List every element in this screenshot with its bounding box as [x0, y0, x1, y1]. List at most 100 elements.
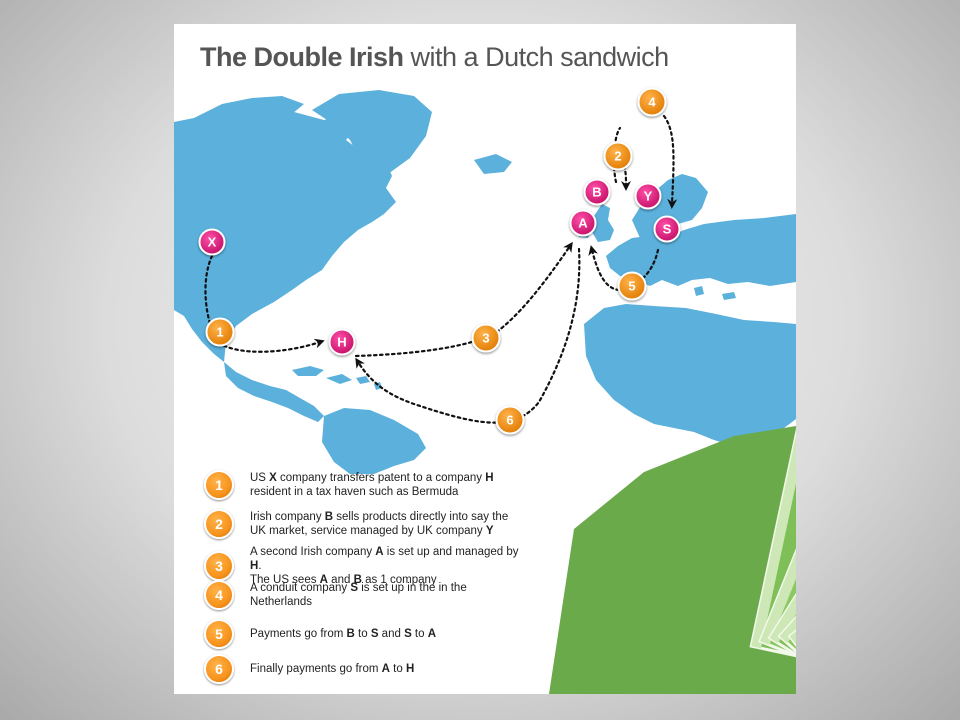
legend-text-run: is set up and managed by	[383, 546, 519, 558]
scandinavia-land	[632, 174, 708, 244]
legend-text-run: to	[389, 663, 406, 675]
title-rest: with a Dutch sandwich	[403, 42, 670, 72]
legend-text-run: Payments go from	[250, 628, 347, 640]
legend-text-run: Finally payments go from	[250, 663, 382, 675]
legend-entity-ref: A	[375, 546, 384, 558]
step-2-label: 2	[614, 149, 621, 164]
legend-entity-ref: S	[350, 582, 359, 594]
company-s-marker: S	[653, 215, 681, 243]
company-a-marker: A	[569, 209, 597, 237]
legend-line: Finally payments go from A to H	[250, 662, 414, 676]
legend-entity-ref: B	[324, 511, 334, 523]
legend-line: The US sees A and B as 1 company	[250, 573, 524, 587]
legend-entity-ref: H	[485, 472, 494, 484]
legend-entity-ref: S	[404, 628, 412, 640]
legend-text-run: sells products directly into say the	[333, 511, 509, 523]
step-3-label: 3	[482, 331, 489, 346]
company-x-label: X	[208, 235, 217, 250]
banknote-fan: 100100100100100100	[549, 399, 796, 694]
infographic: The Double Irish with a Dutch sandwich	[174, 24, 796, 694]
central-america-land	[224, 362, 324, 422]
legend-entity-ref: A	[319, 574, 328, 586]
south-america-land	[322, 408, 426, 474]
legend-text-run: A second Irish company	[250, 546, 376, 558]
map-land	[174, 90, 796, 474]
company-a-label: A	[578, 216, 588, 231]
legend-line: Payments go from B to S and S to A	[250, 627, 436, 641]
legend-text-run: A conduit company	[250, 582, 351, 594]
legend-description: Payments go from B to S and S to A	[250, 627, 436, 641]
legend-text-run: .	[258, 560, 262, 572]
banknote-backdrop	[549, 426, 796, 694]
legend-text-run: UK market, service managed by UK company	[250, 525, 486, 537]
legend-line: UK market, service managed by UK company…	[250, 524, 508, 538]
company-h-marker: H	[328, 328, 356, 356]
legend-entity-ref: A	[381, 663, 390, 675]
legend-description: US X company transfers patent to a compa…	[250, 471, 494, 499]
step-1-label: 1	[216, 325, 223, 340]
company-h-label: H	[337, 335, 346, 350]
legend-line: A conduit company S is set up in the in …	[250, 581, 524, 609]
legend-text-run: US	[250, 472, 270, 484]
legend-text-run: as 1 company	[361, 574, 437, 586]
legend-entity-ref: H	[405, 663, 415, 675]
legend-entity-ref: B	[346, 628, 355, 640]
step-3-marker: 3	[471, 323, 501, 353]
company-y-marker: Y	[634, 182, 662, 210]
legend-step-badge: 1	[204, 470, 234, 500]
tax-route-map: 100100100100100100 X H B	[174, 87, 796, 694]
legend-item-1: 1 US X company transfers patent to a comp…	[204, 470, 524, 500]
banknote: 100	[758, 407, 796, 675]
greenland-land	[312, 90, 432, 176]
legend-entity-ref: S	[370, 628, 379, 640]
legend-item-6: 6 Finally payments go from A to H	[204, 654, 524, 684]
legend-step-badge: 3	[204, 551, 234, 581]
europe-land	[606, 214, 796, 286]
company-x-marker: X	[198, 228, 226, 256]
legend-step-badge: 2	[204, 509, 234, 539]
caribbean-islands	[292, 366, 382, 390]
legend-entity-ref: B	[353, 574, 362, 586]
legend-line: A second Irish company A is set up and m…	[250, 545, 524, 573]
step-4-label: 4	[648, 95, 656, 110]
company-y-label: Y	[644, 189, 653, 204]
legend-text-run: resident in a tax haven such as Bermuda	[250, 486, 459, 498]
legend-text-run: The US sees	[250, 574, 320, 586]
legend-description: Finally payments go from A to H	[250, 662, 414, 676]
step-2-marker: 2	[603, 141, 633, 171]
route-a-to-h	[355, 247, 581, 424]
legend-description: A second Irish company A is set up and m…	[250, 545, 524, 587]
iceland-land	[474, 154, 512, 174]
legend-text-run: Irish company	[250, 511, 325, 523]
legend-step-badge: 6	[204, 654, 234, 684]
arctic-islands-land	[194, 96, 304, 124]
step-markers: 1 2 3 4 5 6	[205, 87, 667, 435]
great-britain-land	[592, 204, 614, 242]
company-s-label: S	[663, 222, 672, 237]
banknote-stack: 100100100100100100	[749, 399, 796, 694]
legend-text-run: to	[354, 628, 371, 640]
legend-text-run: and	[327, 574, 354, 586]
company-b-label: B	[592, 185, 601, 200]
legend-text-run: is set up in the in the Netherlands	[250, 582, 467, 608]
legend-text-run: company transfers patent to a company	[276, 472, 486, 484]
legend-entity-ref: Y	[485, 525, 494, 537]
legend-description: A conduit company S is set up in the in …	[250, 581, 524, 609]
route-h-to-a	[354, 241, 573, 358]
legend-line: Irish company B sells products directly …	[250, 510, 508, 524]
company-b-marker: B	[583, 178, 611, 206]
legend-entity-ref: A	[427, 628, 437, 640]
page-title: The Double Irish with a Dutch sandwich	[200, 42, 669, 73]
legend-text-run: to	[411, 628, 428, 640]
route-step4-to-s	[662, 114, 678, 209]
med-islands	[694, 286, 736, 300]
legend-text-run: and	[378, 628, 405, 640]
legend-item-2: 2 Irish company B sells products directly…	[204, 509, 524, 539]
step-1-marker: 1	[205, 317, 235, 347]
step-6-label: 6	[506, 413, 513, 428]
legend-description: Irish company B sells products directly …	[250, 510, 508, 538]
step-4-marker: 4	[637, 87, 667, 117]
africa-land	[584, 304, 796, 446]
